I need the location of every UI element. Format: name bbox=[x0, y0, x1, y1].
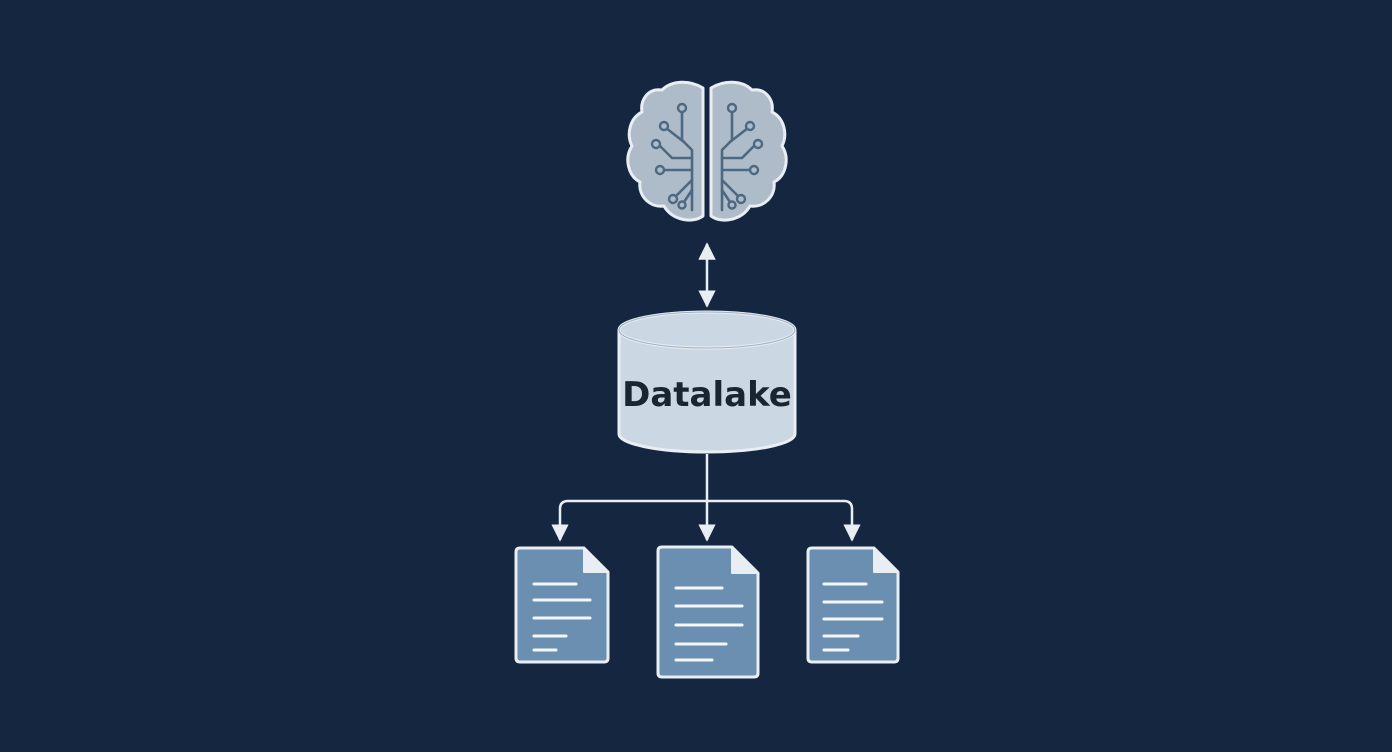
datalake-cylinder: Datalake bbox=[617, 310, 797, 454]
brain-right-circuit bbox=[720, 110, 756, 212]
brain-circuit-icon bbox=[626, 80, 788, 222]
brain-left-circuit bbox=[658, 110, 694, 212]
connector-to-document-3 bbox=[707, 499, 861, 542]
datalake-document-connectors bbox=[551, 454, 861, 542]
connector-to-document-1 bbox=[551, 499, 707, 542]
document-icon bbox=[806, 546, 900, 664]
datalake-label: Datalake bbox=[622, 375, 792, 415]
document-icon bbox=[514, 546, 610, 664]
document-icon bbox=[656, 545, 760, 679]
